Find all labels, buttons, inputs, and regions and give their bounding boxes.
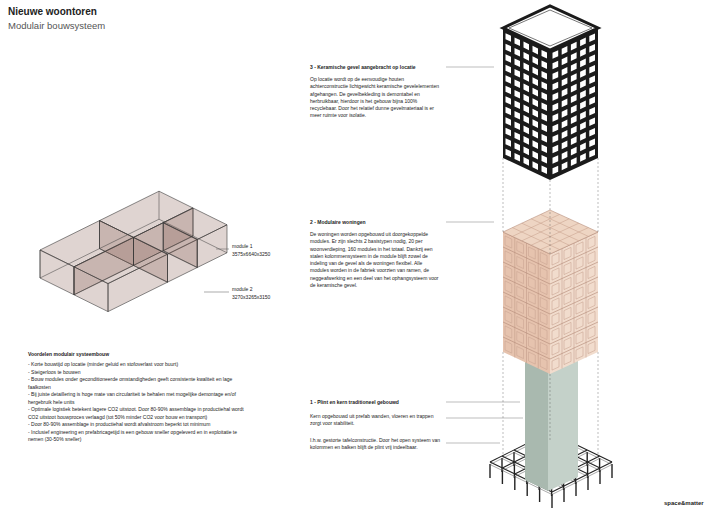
column (599, 470, 600, 484)
title: Nieuwe woontoren (8, 5, 97, 20)
list-item: - Inclusief engineering en prefabricaget… (28, 429, 246, 444)
module-edge (159, 191, 160, 219)
module-stack-top (503, 210, 598, 254)
module-edge (163, 223, 164, 251)
column (502, 470, 503, 484)
module-name: module 2 (232, 286, 253, 293)
list-item: - Bouw modules onder geconditioneerde om… (28, 376, 246, 391)
module-side (134, 237, 168, 282)
dimension: 3575x6640x3250 (232, 251, 270, 258)
module-stack-face (550, 232, 598, 374)
alignment-line (503, 352, 504, 455)
column (527, 482, 528, 496)
module-edge (74, 265, 134, 294)
section-body: Kern opgebouwd uit prefab wanden, vloere… (310, 413, 442, 428)
leader-line (446, 443, 500, 444)
module-side (74, 267, 108, 312)
section-heading: 3 - Keramische gevel aangebracht op loca… (310, 64, 416, 71)
section-body: I.h.w. gestorte tafelconstructie. Door h… (310, 437, 442, 452)
module-side (163, 223, 197, 268)
list-item: - Korte bouwtijd op locatie (minder gelu… (28, 361, 246, 369)
module-edge (163, 236, 193, 251)
list-heading: Voordelen modulair systeembouw (28, 351, 109, 358)
module-edge (134, 251, 164, 266)
subtitle: Modulair bouwsysteem (8, 19, 105, 33)
column (575, 482, 576, 496)
module-name: module 1 (232, 243, 253, 250)
leader-line (204, 292, 229, 293)
leader-line (216, 249, 229, 250)
module-joint (531, 219, 579, 241)
advantages-list: - Korte bouwtijd op locatie (minder gelu… (28, 361, 246, 444)
column (539, 488, 540, 502)
module-joint (522, 223, 569, 245)
module-side (40, 250, 74, 295)
list-item: - Bij juiste detaillering is hoge mate v… (28, 391, 246, 406)
facade-face (550, 28, 598, 180)
alignment-line (550, 180, 551, 254)
alignment-line (550, 374, 551, 440)
section-body: De woningen worden opgebouwd uit doorgek… (310, 231, 442, 289)
module-side (197, 225, 227, 268)
section-body: Op locatie wordt op de eenvoudige houten… (310, 76, 442, 120)
column (611, 464, 612, 478)
list-item: - Optimale logistiek betekent lagere CO2… (28, 406, 246, 421)
column (587, 476, 588, 490)
alignment-line (503, 158, 504, 232)
facade-face (503, 28, 550, 180)
module-edge (133, 237, 134, 265)
column (551, 494, 552, 508)
module-joint (512, 228, 559, 250)
module-stack-face (503, 232, 550, 374)
section-heading: 2 - Modulaire woningen (310, 219, 366, 226)
module-edge (40, 250, 41, 278)
dimension: 3270x3265x3150 (232, 294, 270, 301)
column (563, 488, 564, 502)
facade-inner (509, 10, 592, 46)
module-joint (512, 214, 559, 236)
module-edge (99, 221, 100, 249)
module-joint (531, 223, 579, 245)
section-heading: 1 - Plint en kern traditioneel gebouwd (310, 399, 399, 406)
module-joint (522, 219, 569, 241)
leader-line (446, 222, 494, 223)
facade-top (503, 6, 598, 50)
column (489, 464, 490, 478)
watermark: space&matter (664, 499, 704, 508)
leader-line (446, 402, 520, 403)
module-edge (193, 236, 227, 253)
module-edge (193, 208, 194, 236)
leader-line (446, 418, 523, 419)
leader-line (446, 67, 494, 68)
module-joint (541, 228, 589, 250)
module-edge (74, 267, 75, 295)
list-item: - Door 80-90% assemblage in productiehal… (28, 421, 246, 429)
list-item: - Steigerloos te bouwen (28, 369, 246, 377)
alignment-line (598, 352, 599, 455)
alignment-line (598, 158, 599, 232)
column (514, 476, 515, 490)
module-joint (541, 214, 589, 236)
